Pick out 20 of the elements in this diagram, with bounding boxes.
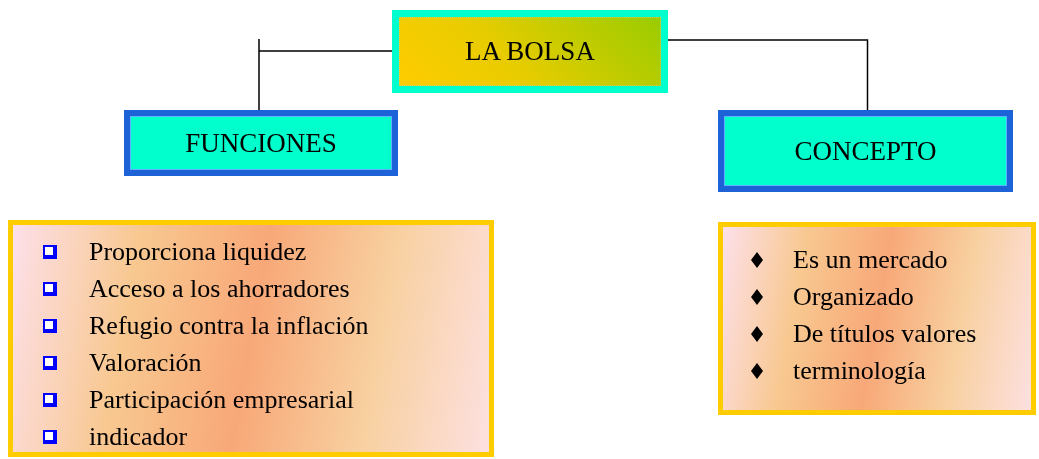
list-item-text: Acceso a los ahorradores — [89, 273, 350, 304]
list-item-text: De títulos valores — [793, 318, 977, 349]
box-title: FUNCIONES — [185, 127, 337, 159]
connector-line — [667, 39, 869, 111]
list-panel — [8, 220, 494, 457]
title-box — [392, 10, 668, 93]
list-item-text: Participación empresarial — [89, 384, 354, 415]
connector-line — [258, 38, 393, 111]
list-item-text: terminología — [793, 355, 926, 386]
list-item-text: indicador — [89, 421, 188, 452]
list-item-text: Refugio contra la inflación — [89, 310, 369, 341]
list-item-text: Proporciona liquidez — [89, 236, 307, 267]
category-box — [718, 110, 1013, 192]
list-item-text: Es un mercado — [793, 244, 948, 275]
box-title: LA BOLSA — [465, 36, 595, 67]
list-item-text: Valoración — [89, 347, 202, 378]
category-box — [124, 110, 398, 176]
list-panel — [718, 222, 1036, 415]
box-title: CONCEPTO — [794, 135, 937, 167]
list-item-text: Organizado — [793, 281, 914, 312]
